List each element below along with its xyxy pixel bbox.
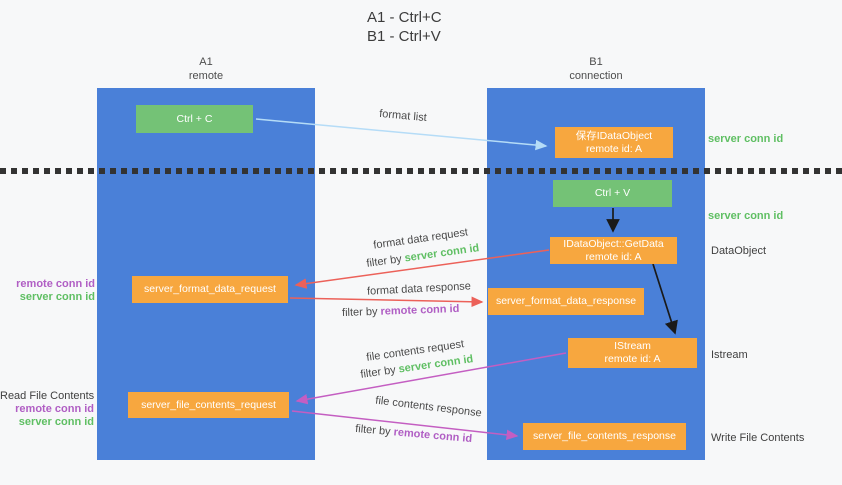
remote-conn-id-annotation-1: remote conn id <box>16 278 95 290</box>
server-format-data-response-node: server_format_data_response <box>488 288 644 315</box>
filter-by-text: filter by <box>359 363 400 381</box>
server-conn-id-annotation-1: server conn id <box>19 291 95 303</box>
server-file-contents-response-node: server_file_contents_response <box>523 423 686 450</box>
read-file-contents-annotation: Read File Contents <box>0 390 95 402</box>
file-request-annotations: Read File Contents remote conn id server… <box>0 390 94 429</box>
machine-boundary-dotted-line <box>0 168 842 174</box>
dataobject-annotation: DataObject <box>711 245 767 257</box>
format-request-conn-id-annotations: remote conn id server conn id <box>0 278 95 304</box>
title-line-paste: B1 - Ctrl+V <box>367 28 441 45</box>
lane-a1-name: A1 <box>199 56 213 68</box>
remote-conn-id-key: remote conn id <box>393 426 473 446</box>
save-idataobject-title: 保存IDataObject <box>575 129 653 142</box>
istream-title: IStream <box>614 340 651 352</box>
server-conn-id-annotation-mid: server conn id <box>708 210 784 222</box>
file-response-label: server_file_contents_response <box>532 430 676 442</box>
lane-a1-role: remote <box>188 70 224 82</box>
format-data-response-label: format data response <box>366 280 472 298</box>
format-data-response-filter-label: filter by remote conn id <box>342 303 460 319</box>
idataobject-getdata-node: IDataObject::GetData remote id: A <box>550 237 677 264</box>
ctrl-v-label: Ctrl + V <box>594 187 631 199</box>
file-contents-response-filter-label: filter by remote conn id <box>355 423 473 445</box>
lane-header-b1: B1 connection <box>487 55 705 83</box>
istream-node: IStream remote id: A <box>568 338 697 368</box>
format-list-label: format list <box>378 107 428 125</box>
getdata-title: IDataObject::GetData <box>563 237 664 250</box>
filter-by-text: filter by <box>354 422 395 439</box>
format-data-response-arrow <box>289 296 484 308</box>
server-conn-id-annotation-2: server conn id <box>18 416 94 428</box>
filter-by-text: filter by <box>341 305 381 320</box>
ctrl-c-node: Ctrl + C <box>136 105 253 133</box>
file-contents-response-label: file contents response <box>374 394 483 420</box>
remote-conn-id-key: remote conn id <box>380 302 460 318</box>
server-format-data-request-node: server_format_data_request <box>132 276 288 303</box>
lane-b1-name: B1 <box>589 56 603 68</box>
title-line-copy: A1 - Ctrl+C <box>367 9 442 26</box>
lane-b1-role: connection <box>569 70 623 82</box>
diagram-title: A1 - Ctrl+C B1 - Ctrl+V <box>367 8 442 46</box>
server-conn-id-annotation-top: server conn id <box>708 133 784 145</box>
istream-remote-id: remote id: A <box>604 353 661 365</box>
save-idataobject-node: 保存IDataObject remote id: A <box>555 127 673 158</box>
remote-conn-id-annotation-2: remote conn id <box>15 403 94 415</box>
write-file-contents-annotation: Write File Contents <box>711 432 805 444</box>
format-response-label: server_format_data_response <box>495 295 637 307</box>
filter-by-text: filter by <box>365 252 406 270</box>
save-idataobject-remote-id: remote id: A <box>585 142 643 155</box>
file-request-label: server_file_contents_request <box>141 398 276 411</box>
ctrl-c-label: Ctrl + C <box>176 112 213 125</box>
server-file-contents-request-node: server_file_contents_request <box>128 392 289 418</box>
istream-annotation: Istream <box>711 349 748 361</box>
ctrl-v-node: Ctrl + V <box>553 180 672 207</box>
lane-header-a1: A1 remote <box>97 55 315 83</box>
format-request-label: server_format_data_request <box>144 283 276 295</box>
getdata-remote-id: remote id: A <box>585 250 642 263</box>
